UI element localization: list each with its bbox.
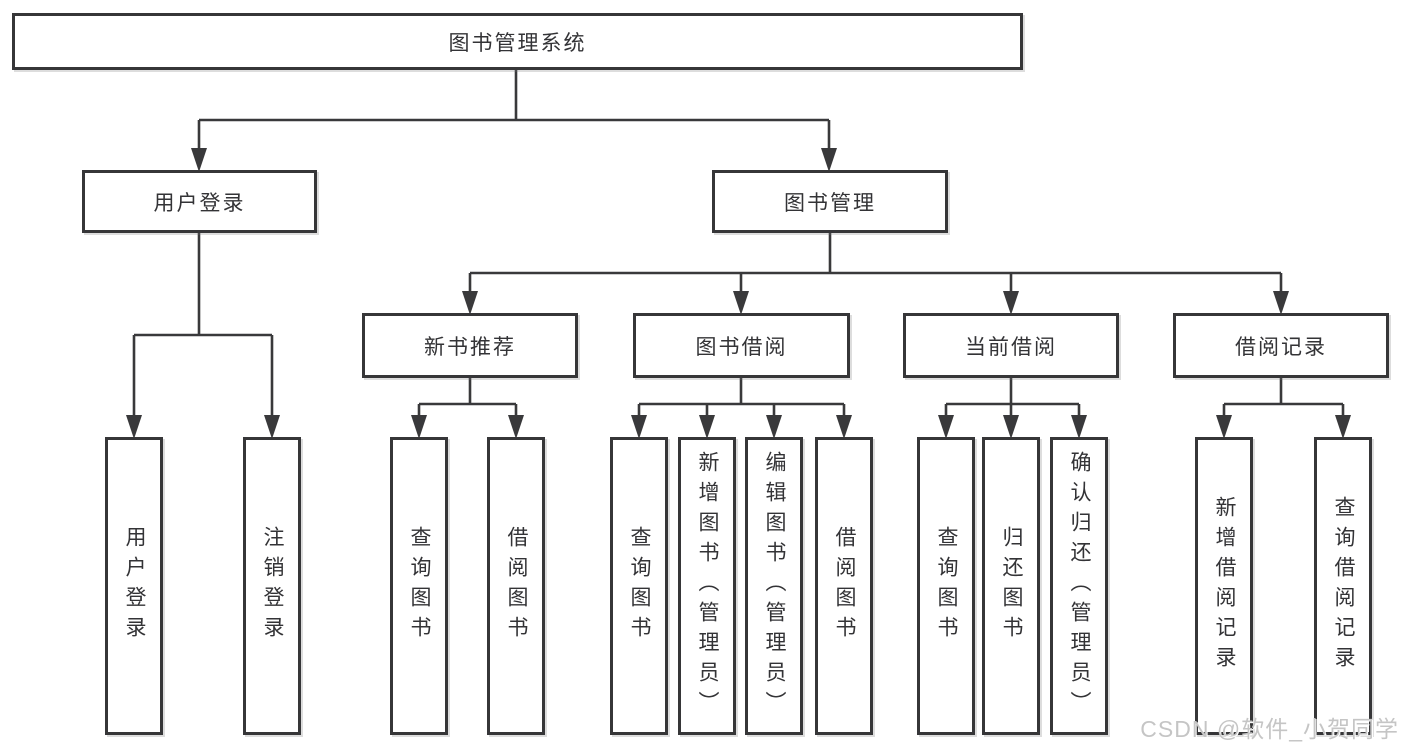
node-label: 查询图书 [935, 526, 958, 646]
leaf-query-books-current: 查询图书 [917, 437, 975, 735]
node-label: 新增借阅记录 [1213, 496, 1236, 676]
node-label: 编辑图书（管理员） [763, 451, 786, 721]
leaf-confirm-return-admin: 确认归还（管理员） [1050, 437, 1108, 735]
arrow-down-icon [938, 415, 954, 439]
node-label: 查询借阅记录 [1332, 496, 1355, 676]
arrow-down-icon [126, 415, 142, 439]
node-label: 图书借阅 [695, 335, 788, 359]
leaf-return-books: 归还图书 [982, 437, 1040, 735]
node-label: 注销登录 [261, 526, 284, 646]
node-label: 当前借阅 [965, 335, 1057, 359]
leaf-borrow-books: 借阅图书 [815, 437, 873, 735]
node-label: 新增图书（管理员） [696, 451, 719, 721]
leaf-query-books-recommend: 查询图书 [390, 437, 448, 735]
node-borrow-record: 借阅记录 [1173, 313, 1389, 378]
arrow-down-icon [508, 415, 524, 439]
arrow-down-icon [733, 291, 749, 315]
leaf-user-login: 用户登录 [105, 437, 163, 735]
arrow-down-icon [1003, 415, 1019, 439]
arrow-down-icon [766, 415, 782, 439]
arrow-down-icon [1335, 415, 1351, 439]
node-label: 归还图书 [1000, 526, 1023, 646]
leaf-logout-login: 注销登录 [243, 437, 301, 735]
leaf-edit-books-admin: 编辑图书（管理员） [745, 437, 803, 735]
arrow-down-icon [1071, 415, 1087, 439]
node-label: 新书推荐 [424, 335, 516, 359]
node-book-borrow: 图书借阅 [633, 313, 850, 378]
leaf-query-borrow-record: 查询借阅记录 [1314, 437, 1372, 735]
leaf-add-books-admin: 新增图书（管理员） [678, 437, 736, 735]
node-label: 用户登录 [123, 526, 146, 646]
node-user-login: 用户登录 [82, 170, 317, 233]
node-label: 确认归还（管理员） [1068, 451, 1091, 721]
leaf-query-books-borrow: 查询图书 [610, 437, 668, 735]
arrow-down-icon [631, 415, 647, 439]
node-label: 用户登录 [153, 191, 246, 215]
node-label: 借阅图书 [833, 526, 856, 646]
arrow-down-icon [836, 415, 852, 439]
arrow-down-icon [411, 415, 427, 439]
node-label: 图书管理 [784, 191, 876, 215]
node-root-system: 图书管理系统 [12, 13, 1023, 70]
leaf-add-borrow-record: 新增借阅记录 [1195, 437, 1253, 735]
arrow-down-icon [1216, 415, 1232, 439]
arrow-down-icon [699, 415, 715, 439]
node-current-borrow: 当前借阅 [903, 313, 1119, 378]
node-label: 查询图书 [408, 526, 431, 646]
arrow-down-icon [462, 291, 478, 315]
arrow-down-icon [821, 148, 837, 172]
leaf-borrow-books-recommend: 借阅图书 [487, 437, 545, 735]
arrow-down-icon [1003, 291, 1019, 315]
arrow-down-icon [264, 415, 280, 439]
node-label: 借阅图书 [505, 526, 528, 646]
node-new-book-recommend: 新书推荐 [362, 313, 578, 378]
node-label: 图书管理系统 [448, 31, 587, 55]
arrow-down-icon [1273, 291, 1289, 315]
node-label: 借阅记录 [1235, 335, 1327, 359]
node-book-management: 图书管理 [712, 170, 948, 233]
node-label: 查询图书 [628, 526, 651, 646]
arrowheads [126, 148, 1351, 439]
arrow-down-icon [191, 148, 207, 172]
